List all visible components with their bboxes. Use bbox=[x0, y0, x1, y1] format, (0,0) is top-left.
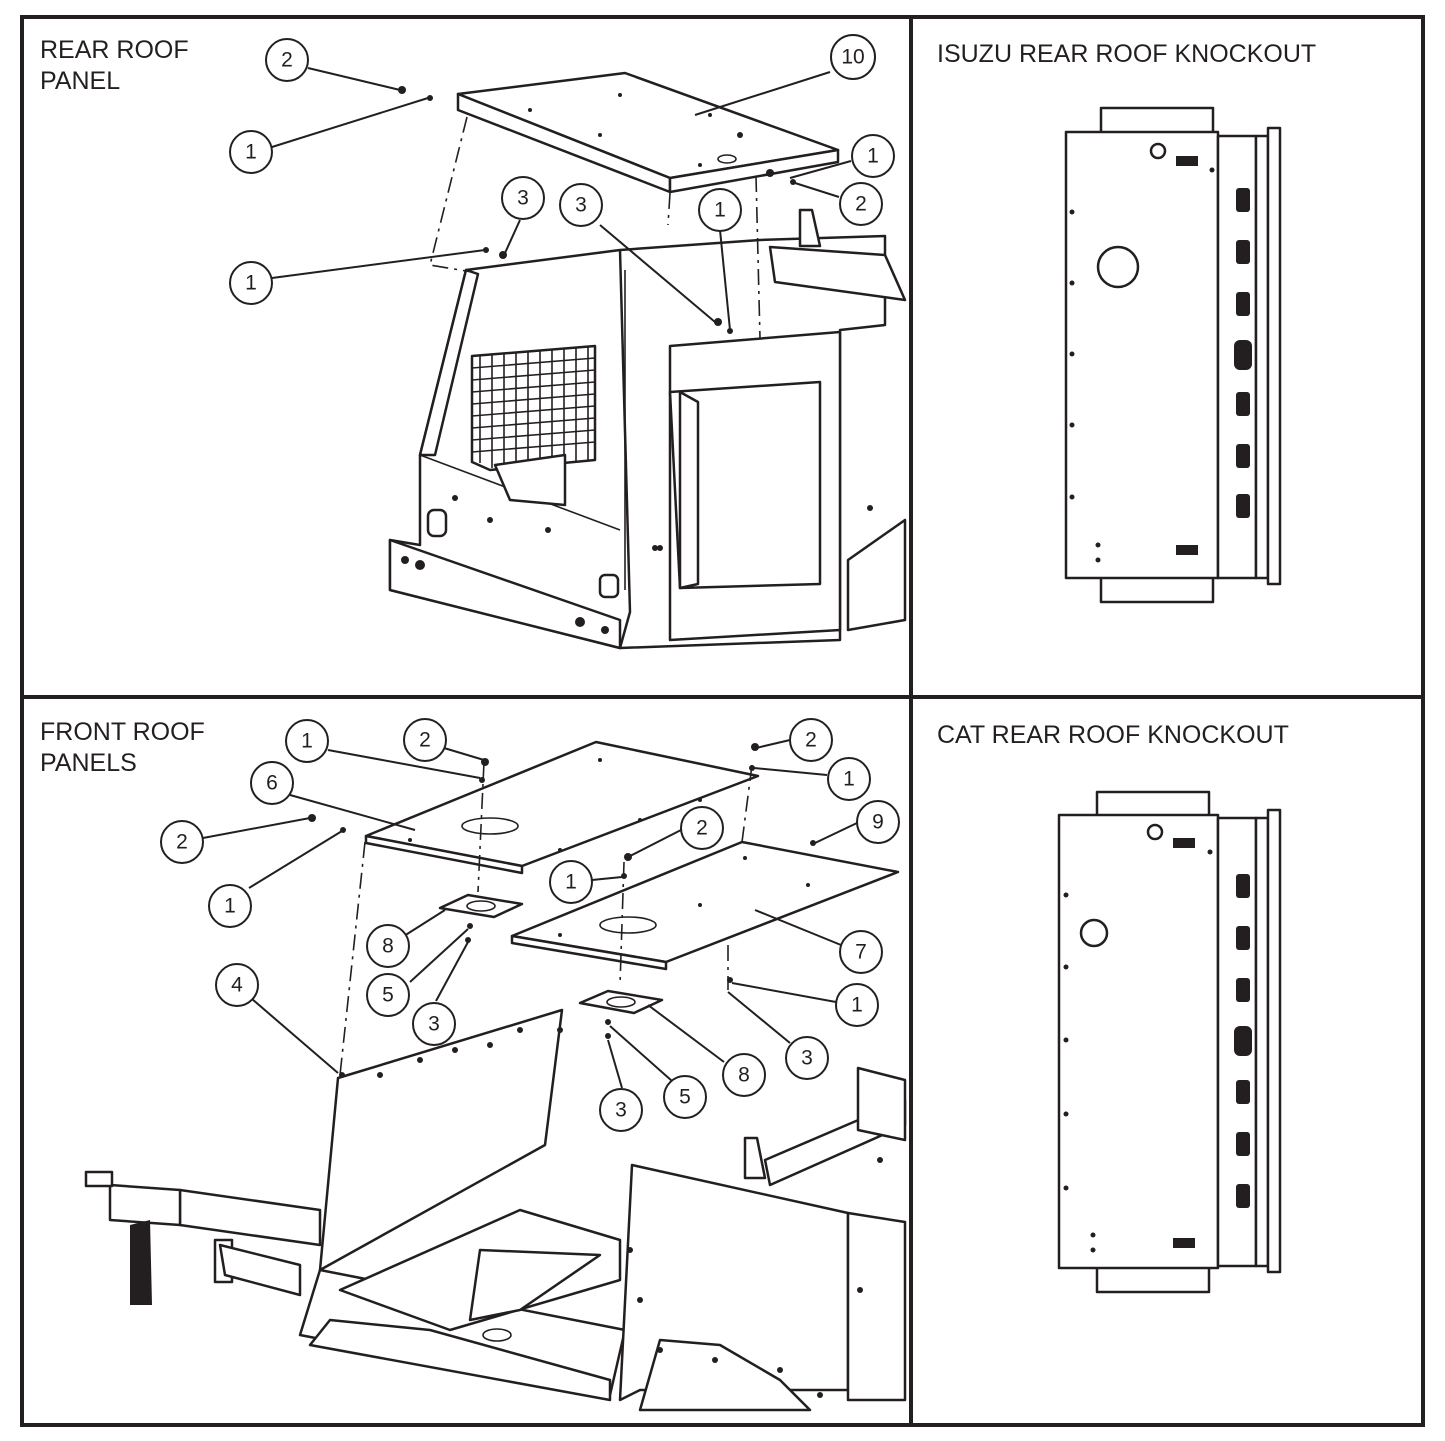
gasket-8-upper bbox=[438, 893, 524, 919]
front-callout-3b: 3 bbox=[785, 1036, 829, 1080]
vent-screen bbox=[470, 344, 597, 472]
front-callout-5b: 5 bbox=[663, 1075, 707, 1119]
front-callout-1d: 1 bbox=[208, 884, 252, 928]
svg-text:5: 5 bbox=[382, 984, 394, 1007]
outer-border bbox=[20, 15, 1425, 1427]
front-callout-5a: 5 bbox=[366, 973, 410, 1017]
front-enclosure-body bbox=[84, 1008, 907, 1412]
rear-callout-2b: 2 bbox=[839, 182, 883, 226]
front-callout-2d: 2 bbox=[160, 820, 204, 864]
svg-text:8: 8 bbox=[738, 1064, 750, 1087]
front-callout-1c: 1 bbox=[549, 860, 593, 904]
svg-text:2: 2 bbox=[281, 49, 293, 72]
front-roof-title-line2: PANELS bbox=[40, 749, 137, 777]
svg-text:3: 3 bbox=[575, 194, 587, 217]
front-callout-3a: 3 bbox=[412, 1002, 456, 1046]
front-callout-7: 7 bbox=[839, 930, 883, 974]
front-callout-4: 4 bbox=[215, 963, 259, 1007]
isuzu-title: ISUZU REAR ROOF KNOCKOUT bbox=[937, 40, 1316, 68]
svg-text:2: 2 bbox=[805, 729, 817, 752]
rear-callout-2a: 2 bbox=[265, 38, 309, 82]
rear-roof-title-line2: PANEL bbox=[40, 67, 120, 95]
cat-roof-panel-drawing bbox=[1057, 790, 1282, 1294]
front-roof-panel-7 bbox=[510, 840, 900, 971]
isuzu-roof-panel-drawing bbox=[1064, 106, 1282, 604]
front-callout-2b: 2 bbox=[789, 718, 833, 762]
rear-roof-panel-view: REAR ROOF PANEL bbox=[40, 34, 907, 650]
rear-enclosure-body bbox=[388, 208, 907, 650]
front-callout-1b: 1 bbox=[827, 757, 871, 801]
svg-text:1: 1 bbox=[224, 895, 236, 918]
gasket-8-lower bbox=[578, 989, 664, 1015]
svg-text:4: 4 bbox=[231, 974, 243, 997]
front-callout-8b: 8 bbox=[722, 1053, 766, 1097]
front-callout-8a: 8 bbox=[366, 924, 410, 968]
svg-text:5: 5 bbox=[679, 1086, 691, 1109]
rear-callout-10: 10 bbox=[830, 34, 876, 80]
svg-text:10: 10 bbox=[841, 46, 864, 69]
svg-text:3: 3 bbox=[428, 1013, 440, 1036]
cat-knockout-hole bbox=[1079, 918, 1109, 948]
rear-roof-title-line1: REAR ROOF bbox=[40, 36, 189, 64]
svg-text:3: 3 bbox=[801, 1047, 813, 1070]
rear-callout-3b: 3 bbox=[559, 183, 603, 227]
front-callout-6: 6 bbox=[250, 761, 294, 805]
svg-text:1: 1 bbox=[245, 141, 257, 164]
front-roof-panel-6 bbox=[364, 740, 760, 875]
rear-roof-panel-part bbox=[456, 71, 840, 194]
isuzu-knockout-hole bbox=[1096, 245, 1140, 289]
front-callout-2a: 2 bbox=[403, 718, 447, 762]
front-roof-title-line1: FRONT ROOF bbox=[40, 718, 205, 746]
svg-text:8: 8 bbox=[382, 935, 394, 958]
front-callout-1a: 1 bbox=[285, 719, 329, 763]
isuzu-knockout-view: ISUZU REAR ROOF KNOCKOUT bbox=[937, 40, 1316, 604]
svg-text:9: 9 bbox=[872, 811, 884, 834]
svg-text:1: 1 bbox=[565, 871, 577, 894]
svg-text:1: 1 bbox=[714, 199, 726, 222]
front-callout-9: 9 bbox=[856, 800, 900, 844]
rear-callout-1d: 1 bbox=[229, 261, 273, 305]
rear-callout-1c: 1 bbox=[698, 188, 742, 232]
rear-callout-1b: 1 bbox=[851, 134, 895, 178]
svg-text:1: 1 bbox=[843, 768, 855, 791]
svg-text:1: 1 bbox=[867, 145, 879, 168]
rear-callout-3a: 3 bbox=[501, 176, 545, 220]
rear-callout-1a: 1 bbox=[229, 130, 273, 174]
svg-text:3: 3 bbox=[517, 187, 529, 210]
svg-text:2: 2 bbox=[176, 831, 188, 854]
front-roof-panels-view: FRONT ROOF PANELS bbox=[40, 718, 907, 1412]
svg-text:7: 7 bbox=[855, 941, 867, 964]
svg-text:2: 2 bbox=[419, 729, 431, 752]
front-callout-1e: 1 bbox=[835, 983, 879, 1027]
svg-text:2: 2 bbox=[855, 193, 867, 216]
svg-text:3: 3 bbox=[615, 1099, 627, 1122]
svg-text:1: 1 bbox=[301, 730, 313, 753]
cat-title: CAT REAR ROOF KNOCKOUT bbox=[937, 721, 1289, 749]
svg-text:6: 6 bbox=[266, 772, 278, 795]
cat-knockout-view: CAT REAR ROOF KNOCKOUT bbox=[937, 721, 1289, 1294]
svg-text:2: 2 bbox=[696, 817, 708, 840]
front-callout-3c: 3 bbox=[599, 1088, 643, 1132]
svg-text:1: 1 bbox=[851, 994, 863, 1017]
svg-text:1: 1 bbox=[245, 272, 257, 295]
front-callout-2c: 2 bbox=[680, 806, 724, 850]
